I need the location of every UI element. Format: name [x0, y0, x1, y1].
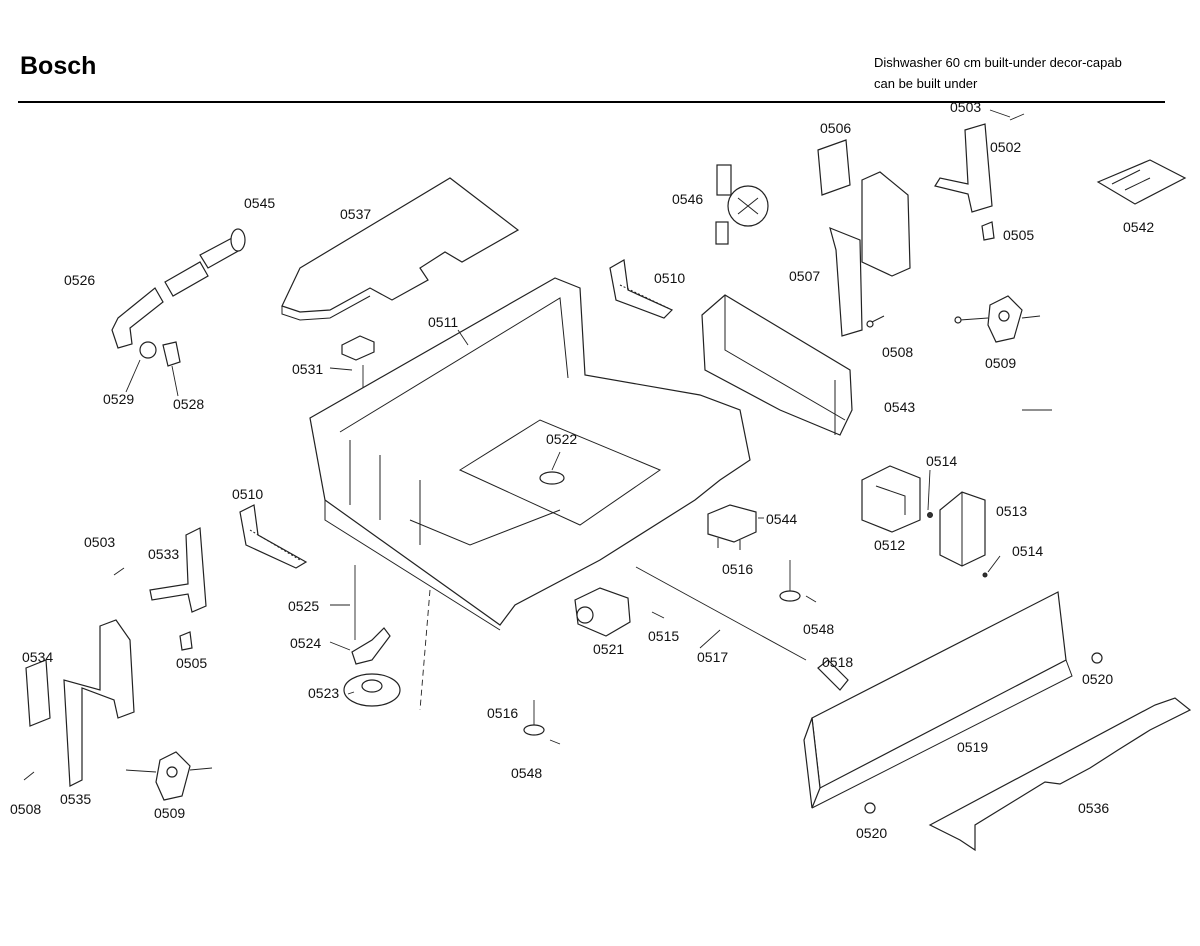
label-0543: 0543 — [884, 399, 915, 415]
part-0507-bracket — [829, 171, 911, 337]
part-0535-bracket — [63, 619, 135, 787]
part-0518-cap — [817, 659, 849, 691]
part-0542-bag — [1096, 159, 1187, 205]
part-0509-sensor-lower — [125, 751, 213, 801]
part-0534-panel — [25, 659, 51, 727]
part-0524-bracket — [351, 627, 391, 665]
part-0508-screw-lower — [23, 771, 35, 781]
label-0516-lower: 0516 — [487, 705, 518, 721]
label-0515: 0515 — [648, 628, 679, 644]
part-0533-bracket — [149, 527, 207, 613]
label-0510-lower: 0510 — [232, 486, 263, 502]
part-0523-wheel — [343, 673, 401, 707]
part-0502-bracket — [934, 113, 1025, 241]
part-0537-mat — [281, 177, 520, 321]
part-0536-strip — [928, 697, 1192, 852]
label-0506: 0506 — [820, 120, 851, 136]
part-0543-control-module — [701, 294, 853, 436]
part-0508-screw-upper — [866, 315, 885, 328]
label-0513: 0513 — [996, 503, 1027, 519]
part-0513-cover — [939, 491, 986, 567]
brand-title: Bosch — [20, 52, 97, 80]
label-0548-right: 0548 — [803, 621, 834, 637]
part-0519-kickplate — [803, 591, 1073, 809]
label-0534: 0534 — [22, 649, 53, 665]
leader-lines — [125, 109, 1052, 695]
part-0515-screw — [651, 611, 665, 619]
part-0521-motor — [574, 587, 631, 637]
label-0510-upper: 0510 — [654, 270, 685, 286]
part-0544-valve — [707, 504, 757, 550]
part-0520-screw-upper — [1091, 652, 1103, 664]
label-0502: 0502 — [990, 139, 1021, 155]
label-0505-lower: 0505 — [176, 655, 207, 671]
part-0546-pump — [715, 164, 769, 245]
part-0503-screw-lower — [113, 567, 125, 576]
model-description-line1: Dishwasher 60 cm built-under decor-capab — [874, 55, 1122, 70]
label-0503-lower: 0503 — [84, 534, 115, 550]
header-rule — [18, 101, 1165, 103]
part-0506-bracket — [817, 139, 851, 196]
label-0505-top: 0505 — [1003, 227, 1034, 243]
label-0544: 0544 — [766, 511, 797, 527]
label-0523: 0523 — [308, 685, 339, 701]
label-0529: 0529 — [103, 391, 134, 407]
label-0517: 0517 — [697, 649, 728, 665]
label-0508-upper: 0508 — [882, 344, 913, 360]
label-0531: 0531 — [292, 361, 323, 377]
label-0542: 0542 — [1123, 219, 1154, 235]
part-0510-spring-upper — [609, 259, 674, 319]
label-0520-upper: 0520 — [1082, 671, 1113, 687]
label-0516-right: 0516 — [722, 561, 753, 577]
part-0516-foot-right — [779, 560, 817, 603]
label-0526: 0526 — [64, 272, 95, 288]
label-0507: 0507 — [789, 268, 820, 284]
label-0528: 0528 — [173, 396, 204, 412]
label-0511: 0511 — [428, 314, 458, 330]
part-labels: 0503 0506 0502 0542 0545 0537 0546 0505 … — [10, 99, 1154, 841]
part-0520-screw-lower — [864, 802, 876, 814]
label-0535: 0535 — [60, 791, 91, 807]
label-0509-lower: 0509 — [154, 805, 185, 821]
label-0525: 0525 — [288, 598, 319, 614]
part-0514-screw-b — [982, 572, 988, 578]
label-0533: 0533 — [148, 546, 179, 562]
label-0536: 0536 — [1078, 800, 1109, 816]
label-0522: 0522 — [546, 431, 577, 447]
model-description-line2: can be built under — [874, 76, 978, 91]
part-0510-spring-lower — [239, 504, 308, 569]
label-0508-lower: 0508 — [10, 801, 41, 817]
label-0514-lower: 0514 — [1012, 543, 1043, 559]
label-0521: 0521 — [593, 641, 624, 657]
label-0514-upper: 0514 — [926, 453, 957, 469]
label-0548-lower: 0548 — [511, 765, 542, 781]
label-0545: 0545 — [244, 195, 275, 211]
part-0512-housing — [861, 465, 921, 533]
part-0505-clip-lower — [179, 631, 193, 651]
label-0546: 0546 — [672, 191, 703, 207]
part-0516-foot-lower — [523, 700, 561, 745]
part-0514-screw-a — [927, 512, 933, 518]
label-0524: 0524 — [290, 635, 321, 651]
label-0509-upper: 0509 — [985, 355, 1016, 371]
label-0503-top: 0503 — [950, 99, 981, 115]
label-0537: 0537 — [340, 206, 371, 222]
label-0512: 0512 — [874, 537, 905, 553]
label-0520-lower: 0520 — [856, 825, 887, 841]
label-0518: 0518 — [822, 654, 853, 670]
label-0519: 0519 — [957, 739, 988, 755]
model-description: Dishwasher 60 cm built-under decor-capab… — [874, 52, 1122, 94]
part-0511-base-tub — [309, 277, 751, 631]
part-0523-leader-dash — [419, 589, 431, 711]
part-0545-0526-hose — [111, 228, 246, 367]
part-0509-sensor-upper — [954, 295, 1041, 343]
part-0517-rod — [635, 566, 807, 661]
